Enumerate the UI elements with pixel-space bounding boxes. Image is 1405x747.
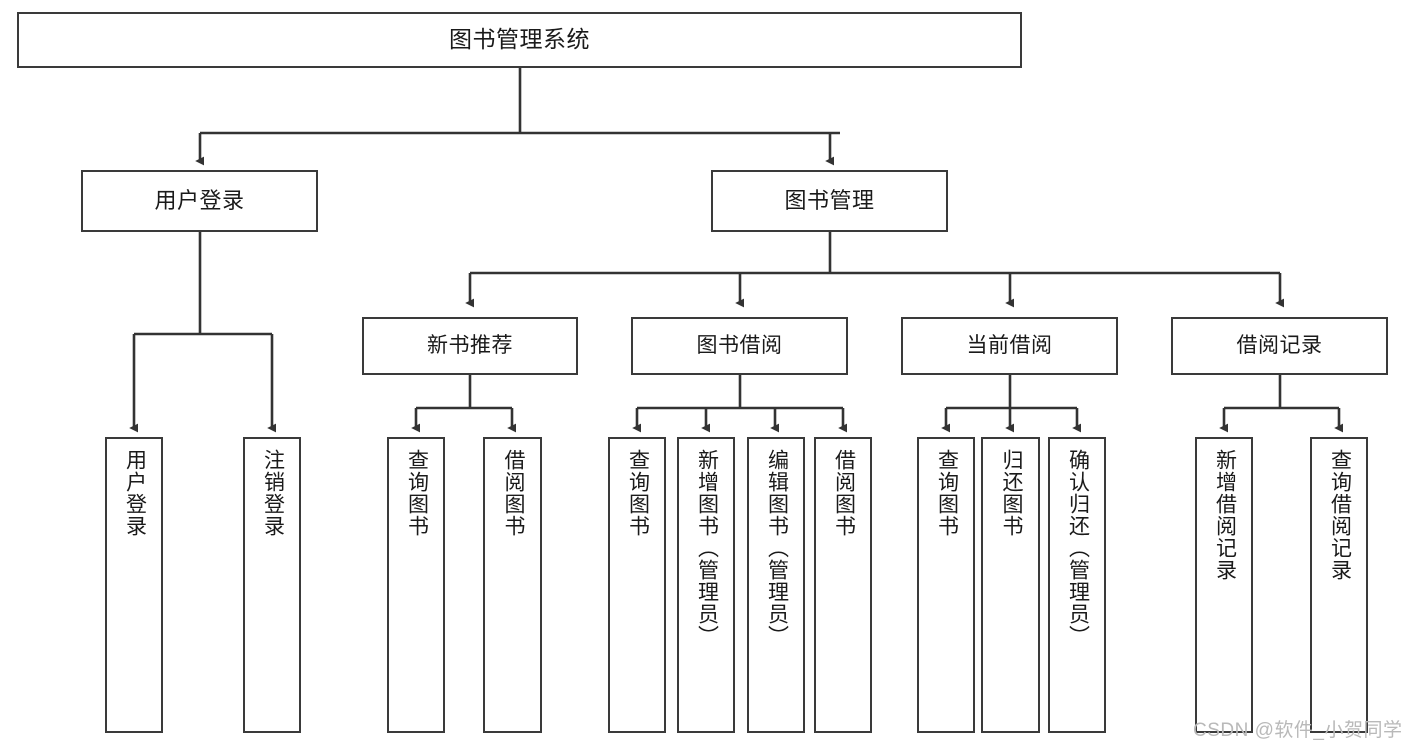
leaf-query-book-2-label: 查询图书: [626, 449, 650, 537]
leaf-logout[interactable]: 注销登录: [243, 437, 301, 733]
node-user-login-label: 用户登录: [154, 188, 245, 214]
leaf-add-book-label: 新增图书（管理员）: [695, 449, 719, 647]
leaf-borrow-book-1-label: 借阅图书: [501, 449, 525, 537]
leaf-borrow-book-2-label: 借阅图书: [832, 449, 856, 537]
leaf-return-book-label: 归还图书: [999, 449, 1023, 537]
leaf-borrow-book-1[interactable]: 借阅图书: [483, 437, 542, 733]
node-book-borrow[interactable]: 图书借阅: [631, 317, 848, 375]
node-current-borrow[interactable]: 当前借阅: [901, 317, 1118, 375]
node-book-manage[interactable]: 图书管理: [711, 170, 948, 232]
leaf-add-record[interactable]: 新增借阅记录: [1195, 437, 1253, 733]
leaf-user-login-label: 用户登录: [123, 449, 147, 537]
leaf-add-book[interactable]: 新增图书（管理员）: [677, 437, 735, 733]
node-book-borrow-label: 图书借阅: [696, 333, 783, 357]
watermark: CSDN @软件_小贺同学: [1193, 720, 1403, 741]
node-user-login[interactable]: 用户登录: [81, 170, 318, 232]
node-borrow-record-label: 借阅记录: [1236, 333, 1323, 357]
node-new-book-recommend-label: 新书推荐: [427, 333, 513, 357]
leaf-confirm-return[interactable]: 确认归还（管理员）: [1048, 437, 1106, 733]
leaf-query-book-2[interactable]: 查询图书: [608, 437, 666, 733]
leaf-edit-book[interactable]: 编辑图书（管理员）: [747, 437, 805, 733]
leaf-query-book-3[interactable]: 查询图书: [917, 437, 975, 733]
leaf-edit-book-label: 编辑图书（管理员）: [765, 449, 789, 647]
leaf-user-login[interactable]: 用户登录: [105, 437, 163, 733]
node-root-label: 图书管理系统: [449, 26, 590, 53]
leaf-query-record-label: 查询借阅记录: [1328, 449, 1352, 581]
node-book-manage-label: 图书管理: [784, 188, 875, 214]
leaf-borrow-book-2[interactable]: 借阅图书: [814, 437, 872, 733]
leaf-query-book-3-label: 查询图书: [935, 449, 959, 537]
leaf-return-book[interactable]: 归还图书: [981, 437, 1040, 733]
node-current-borrow-label: 当前借阅: [966, 333, 1053, 357]
leaf-query-book-1[interactable]: 查询图书: [387, 437, 445, 733]
leaf-logout-label: 注销登录: [261, 449, 285, 537]
leaf-confirm-return-label: 确认归还（管理员）: [1066, 449, 1090, 647]
node-borrow-record[interactable]: 借阅记录: [1171, 317, 1388, 375]
leaf-query-record[interactable]: 查询借阅记录: [1310, 437, 1368, 733]
leaf-add-record-label: 新增借阅记录: [1213, 449, 1237, 581]
leaf-query-book-1-label: 查询图书: [405, 449, 429, 537]
node-root[interactable]: 图书管理系统: [17, 12, 1022, 68]
node-new-book-recommend[interactable]: 新书推荐: [362, 317, 578, 375]
